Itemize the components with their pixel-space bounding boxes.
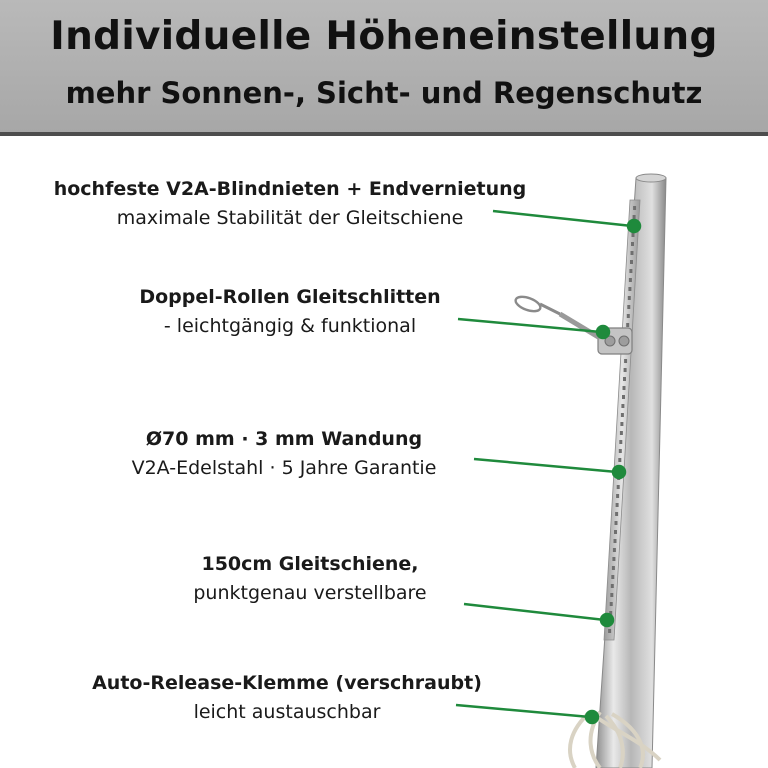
rail-hole	[622, 386, 626, 390]
rail-hole	[630, 260, 633, 264]
leader-line-carriage	[457, 317, 602, 334]
rail-hole	[610, 584, 614, 588]
snap-hook-carabiner-icon	[514, 295, 633, 355]
rail-hole	[622, 395, 625, 399]
callout-rail-text: punktgenau verstellbare	[193, 582, 427, 604]
rail-hole	[623, 368, 627, 372]
rail-hole	[618, 449, 622, 453]
page-subtitle: mehr Sonnen-, Sicht- und Regenschutz	[65, 76, 703, 110]
marker-dot-clamp	[584, 709, 600, 725]
rail-hole	[619, 431, 623, 435]
rail-hole	[631, 242, 634, 246]
rail-hole	[621, 404, 625, 408]
rail-hole	[609, 602, 613, 606]
callout-clamp-text: leicht austauschbar	[193, 701, 381, 723]
rail-hole	[610, 593, 614, 597]
callout-clamp: Auto-Release-Klemme (verschraubt) leicht…	[62, 672, 512, 723]
rail-hole	[627, 296, 631, 300]
leader-line-rivets	[492, 209, 633, 228]
rail-hole	[620, 422, 624, 426]
header-banner	[0, 0, 768, 132]
rail-hole	[608, 629, 612, 633]
rail-hole	[616, 494, 620, 498]
callout-rail-heading: 150cm Gleitschiene,	[201, 553, 419, 575]
rail-hole	[612, 548, 616, 552]
header-divider	[0, 132, 768, 136]
leader-line-rail	[463, 602, 606, 622]
callout-carriage: Doppel-Rollen Gleitschlitten - leichtgän…	[110, 286, 470, 337]
rail-hole	[620, 413, 624, 417]
rail-hole	[632, 215, 636, 219]
rail-hole	[619, 440, 623, 444]
leader-line-tube	[473, 457, 618, 474]
callout-tube: Ø70 mm · 3 mm Wandung V2A-Edelstahl · 5 …	[84, 428, 484, 479]
rail-hole	[611, 575, 615, 579]
rail-hole	[623, 377, 626, 381]
rail-hole	[627, 305, 631, 309]
rail-hole	[626, 314, 630, 318]
slide-rail-icon	[603, 199, 641, 641]
rail-hole	[624, 359, 628, 363]
rail-hole	[614, 530, 617, 534]
rail-hole	[628, 287, 632, 291]
callout-clamp-heading: Auto-Release-Klemme (verschraubt)	[92, 672, 482, 694]
rail-hole	[609, 611, 613, 615]
callout-tube-heading: Ø70 mm · 3 mm Wandung	[145, 428, 423, 450]
marker-dot-carriage	[595, 324, 611, 340]
callout-carriage-heading: Doppel-Rollen Gleitschlitten	[139, 286, 441, 308]
page-title: Individuelle Höheneinstellung	[50, 14, 718, 59]
leader-line-clamp	[455, 703, 591, 719]
marker-dot-tube	[611, 464, 627, 480]
rail-hole	[631, 233, 635, 237]
rail-hole	[628, 278, 632, 282]
callout-rail: 150cm Gleitschiene, punktgenau verstellb…	[152, 553, 468, 604]
rail-hole	[613, 539, 617, 543]
marker-dot-rivets	[626, 218, 642, 234]
callout-tube-text: V2A-Edelstahl · 5 Jahre Garantie	[131, 457, 437, 479]
callout-carriage-text: - leichtgängig & funktional	[163, 315, 417, 337]
rail-hole	[615, 503, 619, 507]
rail-hole	[614, 521, 618, 525]
callout-rivets: hochfeste V2A-Blindnieten + Endvernietun…	[20, 178, 560, 229]
rail-hole	[630, 251, 634, 255]
rail-hole	[616, 485, 620, 489]
rail-hole	[626, 323, 630, 327]
rail-hole	[633, 206, 637, 210]
rail-hole	[615, 512, 619, 516]
callout-rivets-heading: hochfeste V2A-Blindnieten + Endvernietun…	[53, 178, 527, 200]
rail-hole	[611, 566, 615, 570]
callout-rivets-text: maximale Stabilität der Gleitschiene	[116, 207, 464, 229]
rail-hole	[629, 269, 633, 273]
rail-hole	[618, 458, 622, 462]
rail-hole	[612, 557, 616, 561]
marker-dot-rail	[599, 612, 615, 628]
